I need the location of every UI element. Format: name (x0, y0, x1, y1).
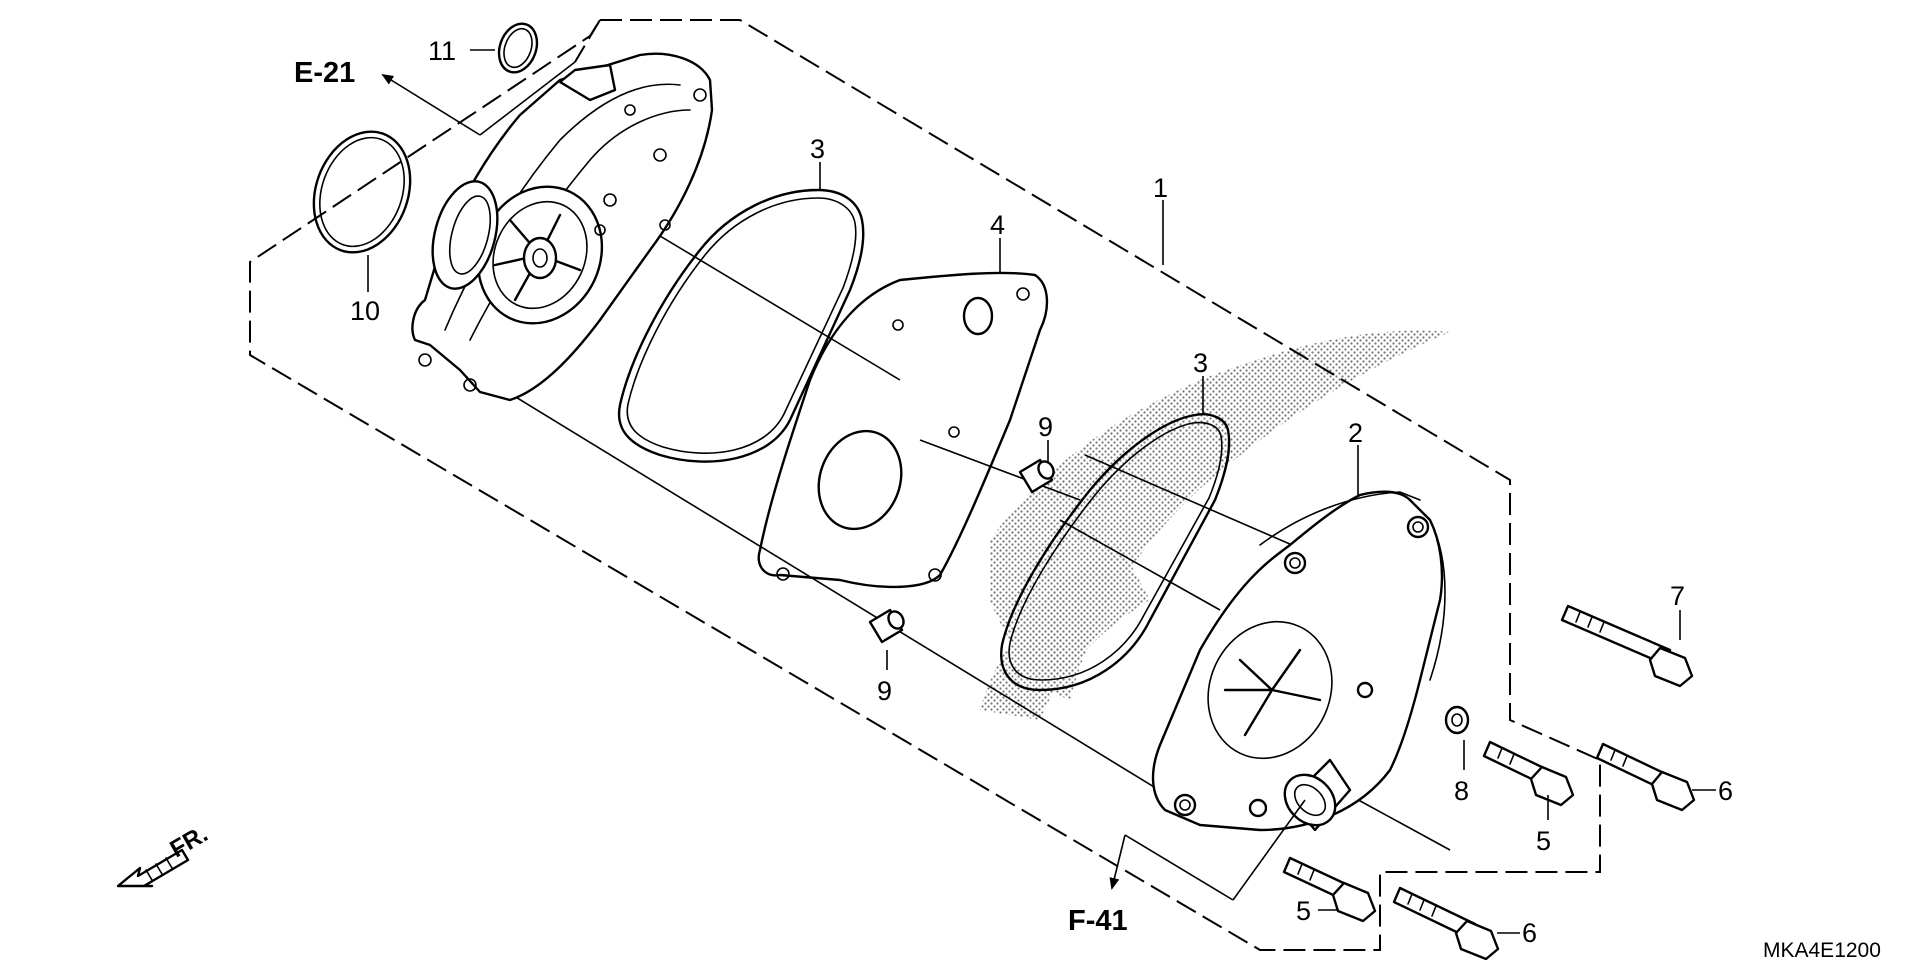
callout-7: 7 (1670, 581, 1685, 611)
callout-6-upper: 6 (1718, 776, 1733, 806)
front-arrow-icon: FR. (116, 820, 212, 888)
reference-f41: F-41 (1068, 905, 1128, 937)
washer-8 (1444, 705, 1470, 735)
pump-body (411, 52, 714, 402)
bolt-6-lower (1392, 886, 1500, 960)
seal-ring-3-left (617, 188, 865, 463)
callout-10: 10 (350, 296, 380, 326)
bolt-7 (1560, 604, 1694, 688)
dowel-pin-9-upper (1018, 458, 1055, 494)
callout-8: 8 (1454, 776, 1469, 806)
plate-4 (757, 271, 1049, 589)
o-ring-11 (497, 22, 539, 74)
bolt-6-upper (1595, 742, 1696, 812)
callout-9-upper: 9 (1038, 412, 1053, 442)
callout-6-lower: 6 (1522, 918, 1537, 948)
callout-leaders (367, 49, 1716, 934)
assembly-1-boundary-back (574, 19, 601, 63)
callout-5-upper: 5 (1536, 826, 1551, 856)
diagram-code: MKA4E1200 (1763, 939, 1881, 960)
reference-e21: E-21 (294, 57, 355, 89)
callout-9-lower: 9 (877, 676, 892, 706)
bolt-5-lower (1282, 856, 1377, 923)
callout-4: 4 (990, 210, 1005, 240)
o-ring-10 (312, 130, 412, 254)
callout-3-left: 3 (810, 134, 825, 164)
callout-2: 2 (1348, 418, 1363, 448)
callout-3-right: 3 (1193, 348, 1208, 378)
callout-1: 1 (1153, 173, 1168, 203)
callout-5-lower: 5 (1296, 896, 1311, 926)
callout-11: 11 (428, 36, 456, 66)
bolt-5-upper (1482, 740, 1575, 807)
pump-cover-2 (1151, 490, 1446, 832)
dowel-pin-9-lower (868, 608, 905, 644)
seal-ring-3-right (1000, 413, 1231, 692)
assembly-1-boundary (249, 19, 1601, 951)
